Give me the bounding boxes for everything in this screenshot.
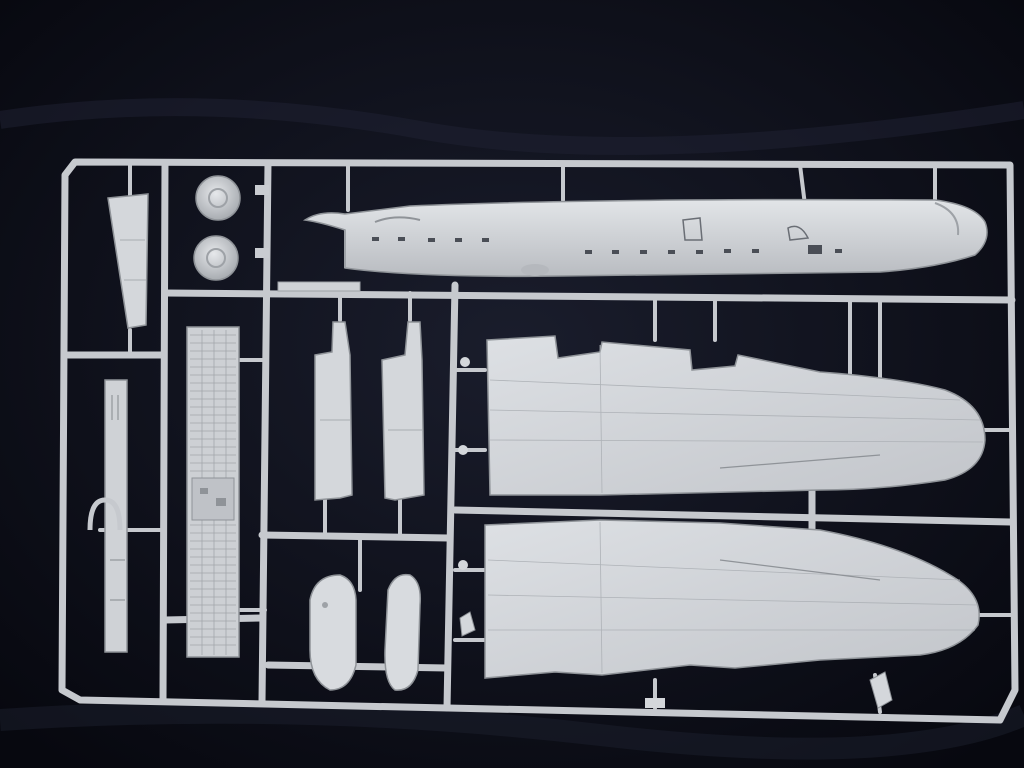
wheel-part [193, 235, 239, 281]
flap-part [381, 321, 425, 501]
cloth-fold [0, 98, 1024, 155]
small-part [869, 671, 893, 709]
fin-part [107, 193, 149, 329]
small-part [255, 185, 269, 195]
flap-part [314, 321, 353, 501]
small-part [459, 611, 476, 637]
small-part [645, 698, 665, 708]
wing-half-upper [486, 335, 986, 496]
nacelle-part [384, 573, 422, 691]
small-part [255, 248, 269, 258]
wing-half-lower [484, 519, 980, 679]
strip-part [277, 281, 361, 292]
cloth-fold [0, 701, 1024, 760]
fuselage-half [302, 198, 988, 278]
small-part [460, 357, 470, 367]
sprue-frame [58, 158, 1019, 724]
fuselage-windows [372, 237, 842, 254]
wheel-part [195, 175, 241, 221]
sprue-gates [98, 161, 1014, 714]
grid-floor-part [186, 326, 240, 658]
nacelle-part [309, 574, 357, 691]
small-part [458, 560, 468, 570]
small-part [458, 445, 468, 455]
spar-part [87, 379, 128, 653]
